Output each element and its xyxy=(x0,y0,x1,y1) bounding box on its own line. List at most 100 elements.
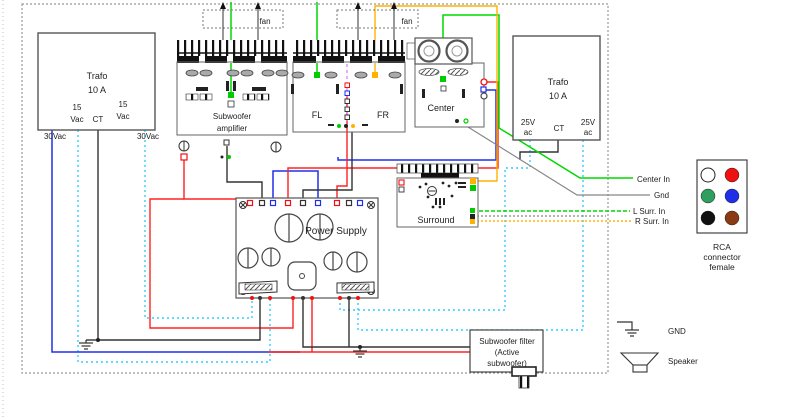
capacitor-top-icon xyxy=(237,213,368,273)
wire-blue-1 xyxy=(51,130,300,353)
label-30vac: 30Vac xyxy=(44,132,66,141)
rca-jack-black xyxy=(700,210,716,226)
terminal-white xyxy=(440,85,447,92)
terminal-green xyxy=(228,92,234,98)
filter-connector-icon xyxy=(511,366,537,377)
trafo-right-name: Trafo xyxy=(548,77,569,87)
wire-red-4 xyxy=(149,198,294,329)
subwoofer-filter: Subwoofer filter (Active subwoofer) xyxy=(469,329,544,389)
dot-black xyxy=(344,124,348,128)
terminal-red-ring xyxy=(480,78,488,86)
capacitor-icon xyxy=(233,81,236,91)
surround-module: Surround xyxy=(396,163,479,228)
heatsink-gap xyxy=(227,56,233,63)
surround-right-terminals xyxy=(470,178,476,224)
filter-label-2: (Active xyxy=(495,348,520,357)
label-ac: ac xyxy=(584,128,592,137)
ground-icon xyxy=(79,340,93,350)
label-15v: 15 xyxy=(73,103,82,112)
dash xyxy=(328,124,334,126)
wire-black-ct-left xyxy=(97,130,261,341)
label-l-surr-in: L Surr. In xyxy=(633,207,665,216)
surround-components xyxy=(418,181,466,209)
terminal-red xyxy=(180,153,188,161)
wires-cyan xyxy=(77,130,584,363)
subwoofer-amplifier-module: Subwoofer amplifier xyxy=(176,40,289,161)
rca-title-1: RCA xyxy=(713,242,731,252)
heatsink-gap xyxy=(372,56,378,63)
label-vac: Vac xyxy=(70,115,83,124)
trafo-left-name: Trafo xyxy=(87,71,108,81)
wires-blue xyxy=(51,89,497,353)
dot-green xyxy=(227,155,231,159)
fan-box xyxy=(202,9,284,29)
rca-jack-blue xyxy=(724,188,740,204)
surround-label: Surround xyxy=(417,215,454,225)
power-supply-label: Power Supply xyxy=(305,226,367,237)
fan-1: fan xyxy=(202,2,284,62)
ground-icon xyxy=(353,347,367,358)
terminal-blue xyxy=(480,86,487,93)
filter-label-3: subwoofer) xyxy=(487,359,527,368)
subwoofer-amp-label-2: amplifier xyxy=(217,124,248,133)
flfr-amplifier-module: FL FR xyxy=(291,40,417,133)
fan-2: fan xyxy=(336,2,419,62)
rca-title-2: connector xyxy=(703,252,740,262)
wire-green-center-in xyxy=(442,14,633,179)
wire-black-5 xyxy=(302,300,470,348)
trafo-left-rating: 10 A xyxy=(88,85,106,95)
trafo-right-rating: 10 A xyxy=(549,91,567,101)
label-vac: Vac xyxy=(116,112,129,121)
terminal-column xyxy=(344,82,350,120)
terminal-red xyxy=(398,179,405,186)
speaker-legend-label: Speaker xyxy=(668,357,698,366)
capacitor-icon xyxy=(336,84,339,94)
wire-red-2 xyxy=(287,81,499,203)
terminal-green xyxy=(314,72,320,78)
wire-cyan-2 xyxy=(144,130,253,319)
wire-black-3 xyxy=(302,132,353,203)
rca-jack-brown xyxy=(724,210,740,226)
coil-icon xyxy=(242,93,256,101)
gnd-legend-label: GND xyxy=(668,327,686,336)
terminal-white xyxy=(227,100,235,108)
coil-icon xyxy=(185,93,199,101)
heatsink-fins xyxy=(293,40,405,56)
power-supply-module: Power Supply xyxy=(235,197,379,300)
label-15v: 15 xyxy=(119,100,128,109)
capacitor-icon xyxy=(422,89,425,98)
capacitor-icon xyxy=(400,84,403,94)
trafo-right: Trafo 10 A 25V ac CT 25V ac xyxy=(512,35,601,141)
heatsink-gap xyxy=(344,56,350,63)
center-module: Center xyxy=(414,37,488,128)
dot-green xyxy=(463,118,469,124)
power-supply-box xyxy=(235,197,379,299)
coil-icon xyxy=(199,93,213,101)
fan2-label: fan xyxy=(401,17,412,26)
wire-cyan-1 xyxy=(77,130,271,363)
label-ac: ac xyxy=(524,128,532,137)
dash xyxy=(362,124,368,126)
dot-orange xyxy=(351,124,355,128)
wire-red-3 xyxy=(336,90,348,203)
subwoofer-amp-label-1: Subwoofer xyxy=(213,112,252,121)
subwoofer-amp-box xyxy=(176,61,288,136)
center-label: Center xyxy=(427,103,454,113)
subwoofer-filter-box xyxy=(469,329,544,373)
heatsink-fins xyxy=(177,40,287,56)
dot-green xyxy=(337,124,341,128)
label-ct: CT xyxy=(93,115,104,124)
wire-gray-gnd xyxy=(459,121,650,196)
terminal-small xyxy=(223,139,230,146)
label-25v: 25V xyxy=(581,118,596,127)
capacitor-icon xyxy=(462,89,465,98)
dot-black xyxy=(455,119,459,123)
junction-dot xyxy=(96,338,100,342)
surround-heatsink-base xyxy=(421,173,459,178)
vent-icon xyxy=(447,68,469,76)
rca-jack-green xyxy=(700,188,716,204)
arrow-up-icon xyxy=(391,2,397,9)
screw-terminal-icon xyxy=(178,140,282,153)
